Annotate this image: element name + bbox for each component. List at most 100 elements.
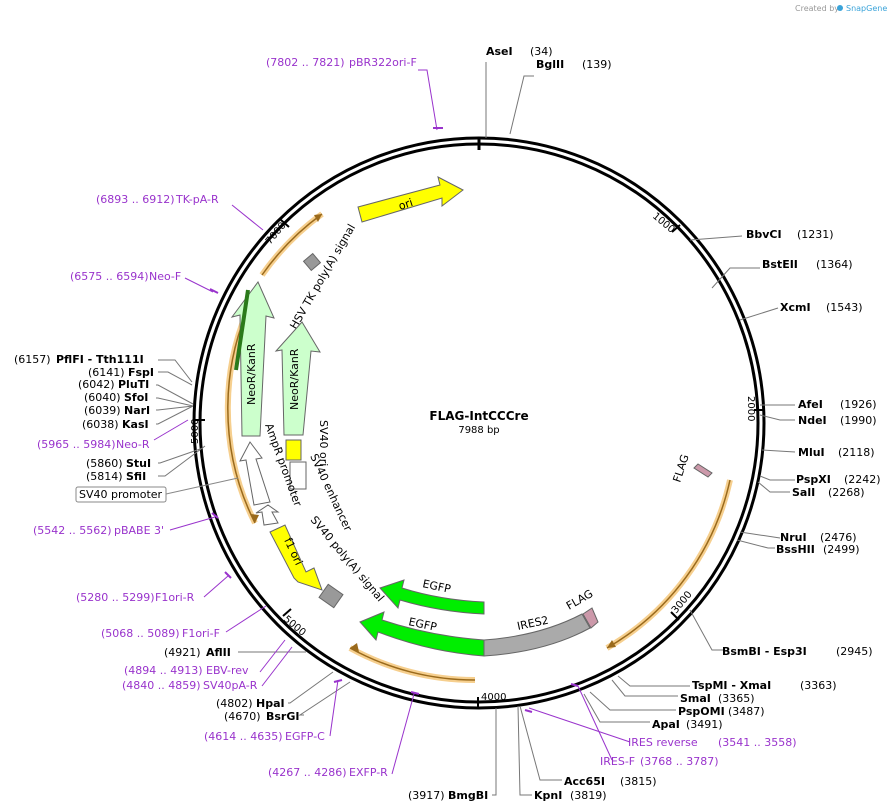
primer-pbr322ori-f[interactable]: (7802 .. 7821) pBR322ori-F bbox=[266, 56, 417, 69]
primer-name: F1ori-F bbox=[182, 627, 220, 640]
site-pos: (2118) bbox=[838, 446, 875, 459]
primer-f1ori-f[interactable]: (5068 .. 5089) F1ori-F bbox=[101, 627, 220, 640]
primer-leader-lines bbox=[153, 69, 631, 775]
site-nruI[interactable]: NruI (2476) bbox=[780, 531, 857, 544]
primer-range: (5542 .. 5562) bbox=[33, 524, 112, 537]
site-aseI[interactable]: AseI (34) bbox=[486, 45, 553, 58]
site-pos: (5860) bbox=[86, 457, 123, 470]
site-bsmBI[interactable]: BsmBI - Esp3I (2945) bbox=[722, 645, 873, 658]
feature-f1-ori[interactable]: f1 ori bbox=[269, 524, 323, 591]
site-pspXI[interactable]: PspXI (2242) bbox=[796, 473, 881, 486]
primer-tk-pa-r[interactable]: (6893 .. 6912) TK-pA-R bbox=[96, 193, 219, 206]
site-pos: (3491) bbox=[686, 718, 723, 731]
site-name: PspOMI bbox=[678, 705, 725, 718]
site-bssHII[interactable]: BssHII (2499) bbox=[776, 543, 860, 556]
primer-name: EGFP-C bbox=[285, 730, 325, 743]
feature-label-flag-2: FLAG bbox=[670, 453, 691, 484]
site-name: PspXI bbox=[796, 473, 831, 486]
primer-range: (5965 .. 5984) bbox=[37, 438, 116, 451]
site-pos: (3363) bbox=[800, 679, 837, 692]
feature-hsv-tk-polya[interactable]: HSV TK poly(A) signal bbox=[287, 222, 358, 332]
site-pos: (4802) bbox=[216, 697, 253, 710]
site-salI[interactable]: SalI (2268) bbox=[792, 486, 865, 499]
feature-neor-1[interactable]: NeoR/KanR bbox=[230, 281, 275, 437]
plasmid-name: FLAG-IntCCCre bbox=[429, 409, 528, 423]
feature-ori[interactable]: ori bbox=[357, 176, 464, 223]
site-pos: (1543) bbox=[826, 301, 863, 314]
site-name: BbvCI bbox=[746, 228, 782, 241]
site-hpaI[interactable]: (4802) HpaI bbox=[216, 697, 285, 710]
feature-label-sv40-ori: SV40 ori bbox=[317, 420, 330, 466]
primer-range: (5068 .. 5089) bbox=[101, 627, 180, 640]
site-bmgBI[interactable]: (3917) BmgBI bbox=[408, 789, 488, 802]
primer-name: F1ori-R bbox=[155, 591, 195, 604]
primer-neo-r[interactable]: (5965 .. 5984) Neo-R bbox=[37, 438, 150, 451]
site-pos: (6038) bbox=[82, 418, 119, 431]
site-kpnI[interactable]: KpnI (3819) bbox=[534, 789, 607, 802]
primer-name: IRES-F bbox=[600, 755, 635, 768]
site-fspI[interactable]: (6141) FspI bbox=[88, 366, 154, 379]
site-kasI[interactable]: (6038) KasI bbox=[82, 418, 149, 431]
ring-tick-marks bbox=[195, 219, 764, 708]
site-smaI[interactable]: SmaI (3365) bbox=[680, 692, 755, 705]
site-bbvCI[interactable]: BbvCI (1231) bbox=[746, 228, 834, 241]
site-ndeI[interactable]: NdeI (1990) bbox=[798, 414, 877, 427]
site-name: Acc65I bbox=[564, 775, 605, 788]
feature-egfp-1[interactable]: EGFP bbox=[379, 577, 485, 615]
site-name: NruI bbox=[780, 531, 807, 544]
site-bsrGI[interactable]: (4670) BsrGI bbox=[224, 710, 299, 723]
site-name: BssHII bbox=[776, 543, 815, 556]
feature-neor-2[interactable]: NeoR/KanR bbox=[274, 321, 321, 436]
site-sfoI[interactable]: (6040) SfoI bbox=[84, 391, 148, 404]
site-name: XcmI bbox=[780, 301, 811, 314]
primer-pbabe-3[interactable]: (5542 .. 5562) pBABE 3' bbox=[33, 524, 164, 537]
primer-exfp-r[interactable]: (4267 .. 4286) EXFP-R bbox=[268, 766, 388, 779]
site-name: AfeI bbox=[798, 398, 823, 411]
site-narI[interactable]: (6039) NarI bbox=[84, 404, 150, 417]
feature-egfp-2[interactable]: EGFP bbox=[359, 611, 485, 657]
feature-label-ori: ori bbox=[397, 196, 415, 213]
site-leader-lines bbox=[156, 62, 796, 796]
primer-f1ori-r[interactable]: (5280 .. 5299) F1ori-R bbox=[76, 591, 195, 604]
site-pos: (6040) bbox=[84, 391, 121, 404]
feature-sv40-ori[interactable]: SV40 ori bbox=[285, 420, 330, 466]
site-apaI[interactable]: ApaI (3491) bbox=[652, 718, 723, 731]
primer-range: (6575 .. 6594) bbox=[70, 270, 149, 283]
feature-ires2[interactable]: IRES2 bbox=[483, 613, 591, 657]
site-pos: (4921) bbox=[164, 646, 201, 659]
site-pos: (6039) bbox=[84, 404, 121, 417]
primer-ires-f[interactable]: IRES-F (3768 .. 3787) bbox=[600, 755, 719, 768]
site-bstEII[interactable]: BstEII (1364) bbox=[762, 258, 853, 271]
site-bglII[interactable]: BglII (139) bbox=[536, 58, 612, 71]
site-pos: (4670) bbox=[224, 710, 261, 723]
site-tspMI[interactable]: TspMI - XmaI (3363) bbox=[692, 679, 837, 692]
site-pspOMI[interactable]: PspOMI (3487) bbox=[678, 705, 765, 718]
site-stuI[interactable]: (5860) StuI bbox=[86, 457, 151, 470]
feature-label-egfp-1: EGFP bbox=[421, 577, 452, 596]
site-pos: (5814) bbox=[86, 470, 123, 483]
site-pos: (6042) bbox=[78, 378, 115, 391]
site-name: BglII bbox=[536, 58, 564, 71]
site-pos: (1990) bbox=[840, 414, 877, 427]
site-pflFI[interactable]: (6157) PflFI - Tth111I bbox=[14, 353, 144, 366]
site-mluI[interactable]: MluI (2118) bbox=[798, 446, 875, 459]
site-aflII[interactable]: (4921) AflII bbox=[164, 646, 231, 659]
site-xcmI[interactable]: XcmI (1543) bbox=[780, 301, 863, 314]
site-pluTI[interactable]: (6042) PluTI bbox=[78, 378, 149, 391]
site-afeI[interactable]: AfeI (1926) bbox=[798, 398, 877, 411]
site-name: KasI bbox=[122, 418, 149, 431]
site-sfiI[interactable]: (5814) SfiI bbox=[86, 470, 146, 483]
feature-sv40-promoter[interactable]: SV40 promoter bbox=[75, 477, 239, 503]
feature-flag-2[interactable]: FLAG bbox=[670, 453, 713, 484]
primer-ires-reverse[interactable]: IRES reverse (3541 .. 3558) bbox=[628, 736, 797, 749]
site-acc65I[interactable]: Acc65I (3815) bbox=[564, 775, 657, 788]
primer-neo-f[interactable]: (6575 .. 6594) Neo-F bbox=[70, 270, 181, 283]
site-name: FspI bbox=[128, 366, 154, 379]
primer-sv40pa-r[interactable]: (4840 .. 4859) SV40pA-R bbox=[122, 679, 258, 692]
site-pos: (2499) bbox=[823, 543, 860, 556]
primer-egfp-c[interactable]: (4614 .. 4635) EGFP-C bbox=[204, 730, 325, 743]
site-name: SfoI bbox=[124, 391, 148, 404]
site-name: SalI bbox=[792, 486, 815, 499]
plasmid-length: 7988 bp bbox=[458, 425, 499, 436]
primer-ebv-rev[interactable]: (4894 .. 4913) EBV-rev bbox=[124, 664, 249, 677]
